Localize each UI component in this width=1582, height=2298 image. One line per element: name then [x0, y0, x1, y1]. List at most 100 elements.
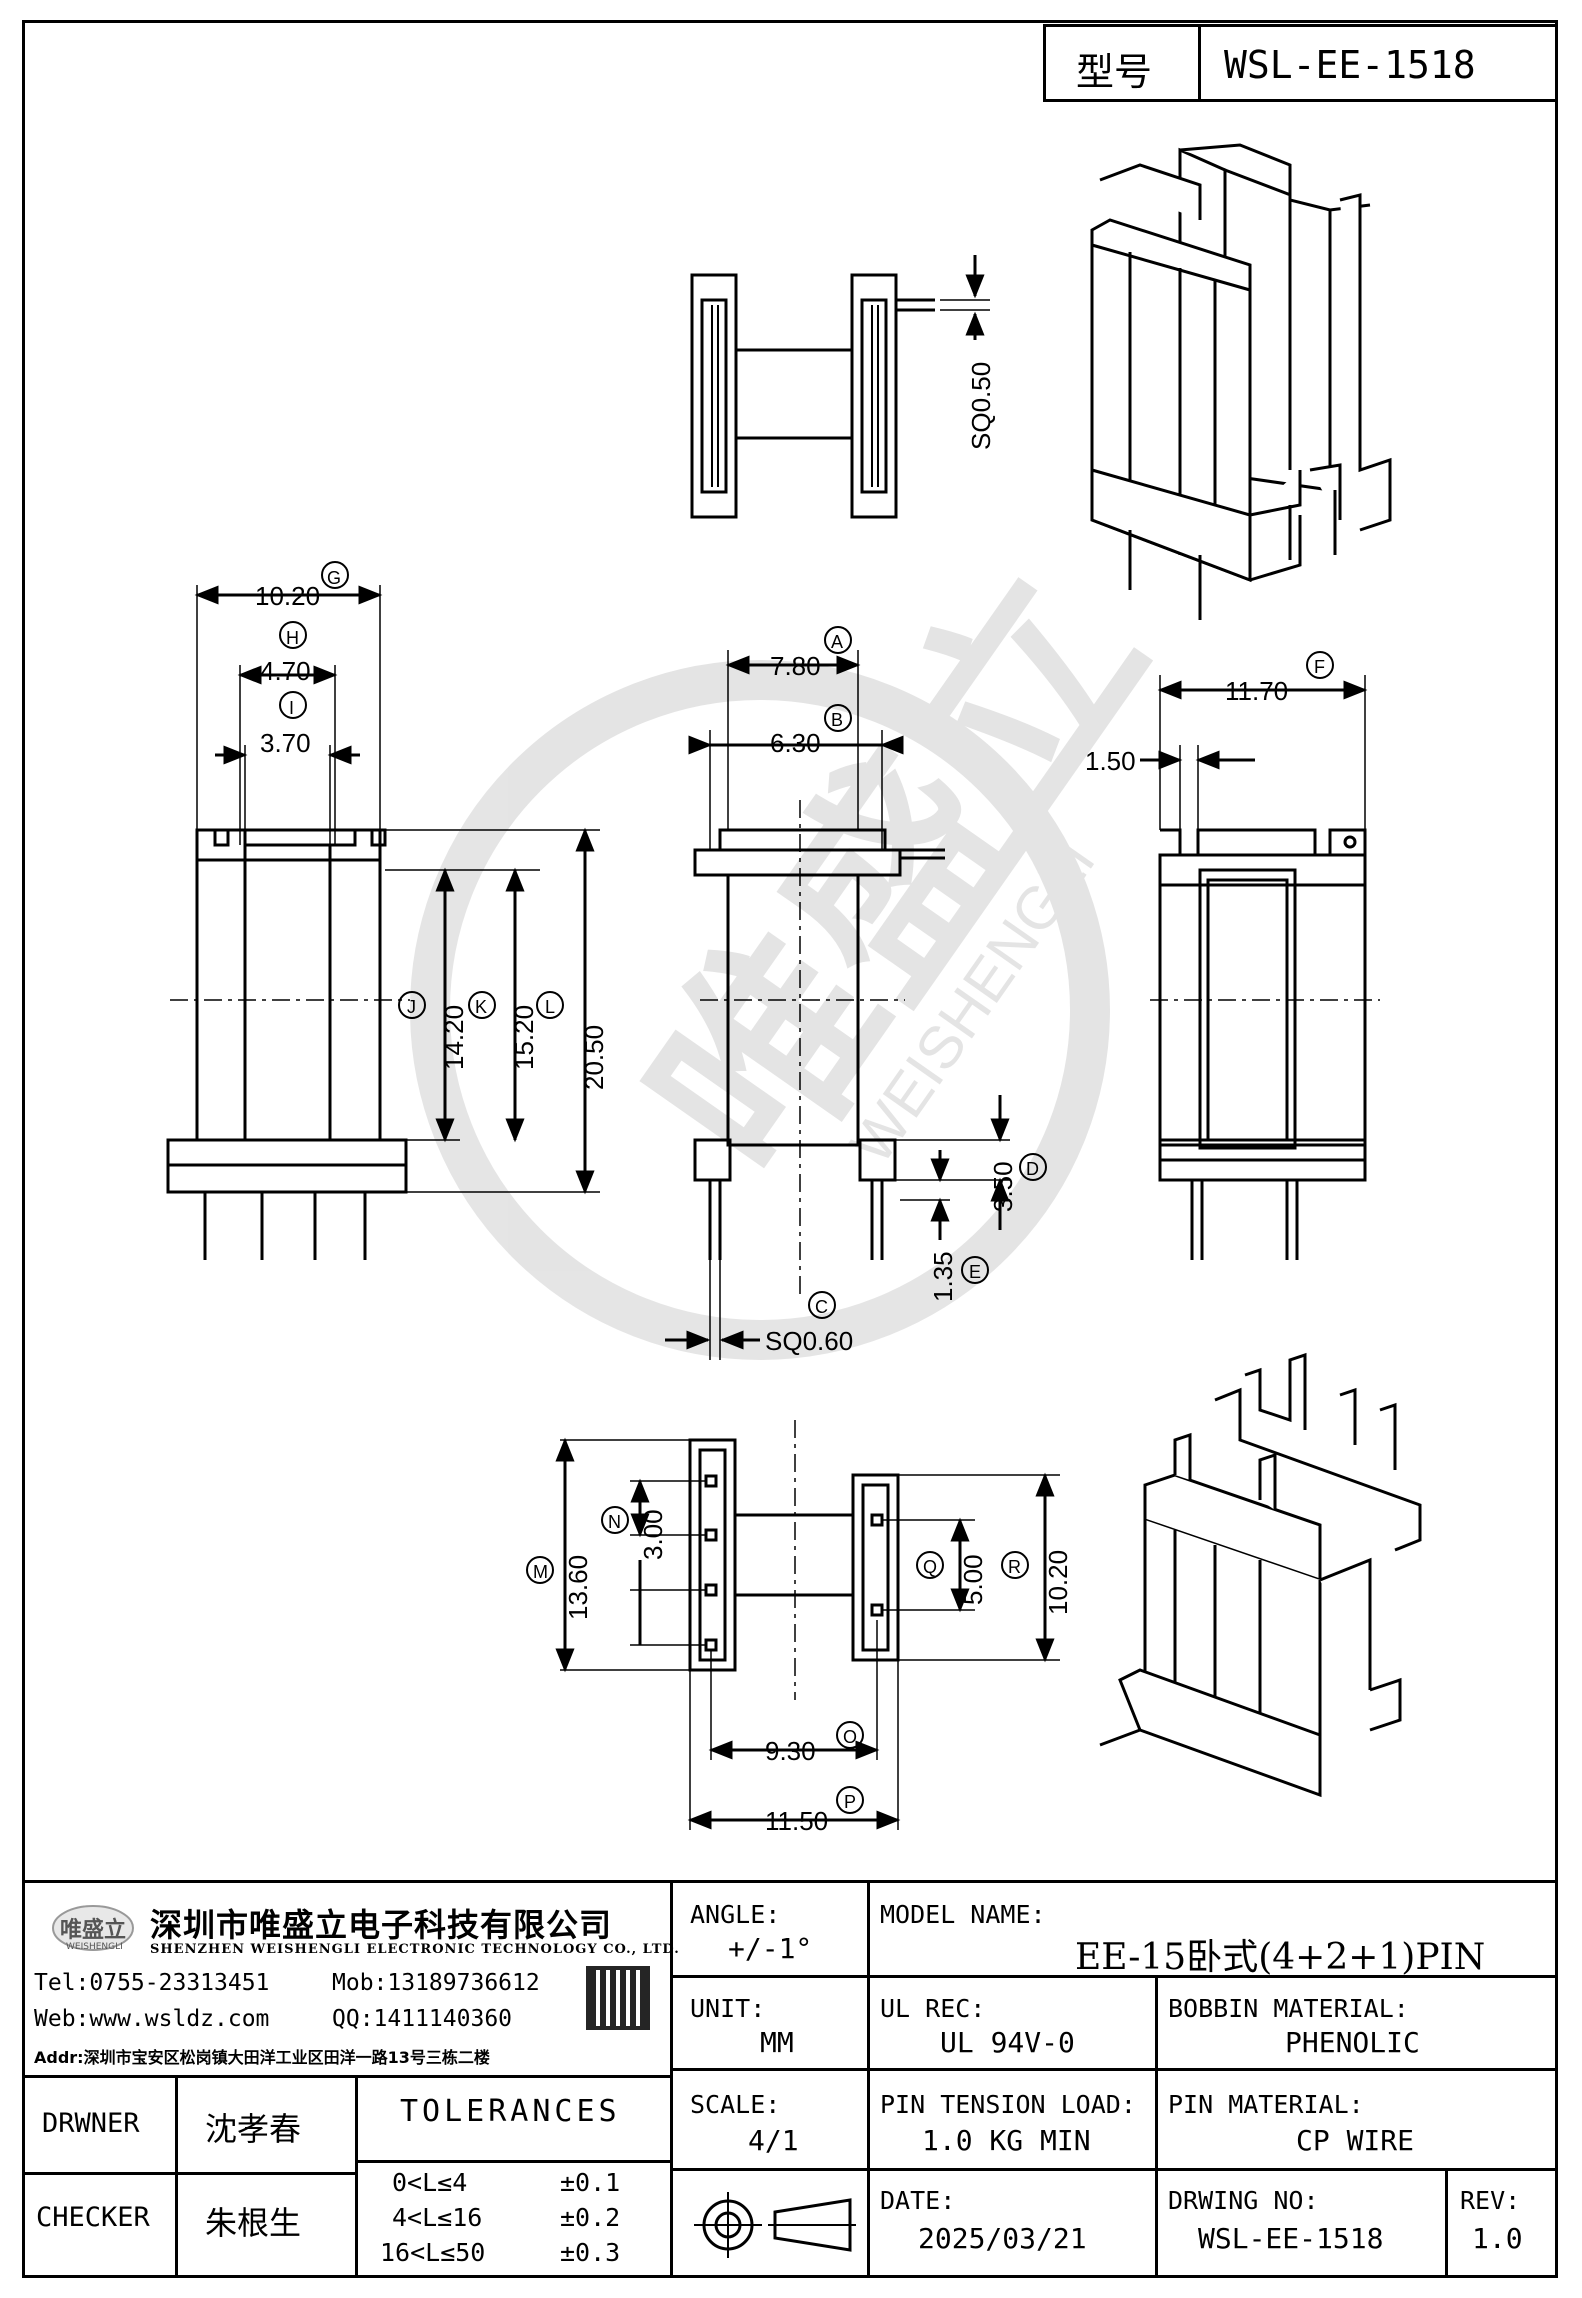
- mark-d: D: [1026, 1159, 1039, 1179]
- mark-circles-front: [279, 561, 564, 1019]
- mark-circles-bottom: [526, 1506, 1029, 1814]
- mark-q: Q: [923, 1557, 937, 1577]
- company-qq: QQ:1411140360: [332, 2006, 513, 2032]
- rev-value: 1.0: [1472, 2222, 1523, 2255]
- mark-b: B: [831, 710, 843, 730]
- dim-g-value: 10.20: [255, 581, 320, 611]
- mark-m: M: [533, 1562, 548, 1582]
- dim-b-value: 6.30: [770, 728, 821, 758]
- drawner-label: DRWNER: [42, 2108, 140, 2139]
- model-name-value: EE-15卧式(4+2+1)PIN: [1075, 1937, 1486, 1978]
- date-label: DATE:: [880, 2186, 956, 2215]
- company-name-en: SHENZHEN WEISHENGLI ELECTRONIC TECHNOLOG…: [150, 1942, 680, 1957]
- scale-label: SCALE:: [690, 2090, 781, 2119]
- ul-label: UL REC:: [880, 1994, 986, 2023]
- dim-h-value: 4.70: [260, 656, 311, 686]
- date-value: 2025/03/21: [918, 2222, 1087, 2255]
- tension-value: 1.0 KG MIN: [922, 2124, 1091, 2157]
- tolerances-title: TOLERANCES: [400, 2094, 621, 2129]
- qr-code: [586, 1966, 650, 2030]
- drawner-value: 沈孝春: [205, 2110, 302, 2148]
- model-box-divider: [1198, 27, 1201, 99]
- dim-p-value: 11.50: [765, 1806, 828, 1836]
- projection-symbol-icon: [694, 2192, 856, 2258]
- company-web: Web:www.wsldz.com: [34, 2006, 270, 2032]
- tol-value-2: ±0.2: [560, 2203, 621, 2232]
- drawing-no-value: WSL-EE-1518: [1198, 2222, 1384, 2255]
- checker-value: 朱根生: [205, 2204, 302, 2242]
- mark-r: R: [1008, 1557, 1021, 1577]
- pin-material-label: PIN MATERIAL:: [1168, 2090, 1364, 2119]
- company-tel: Tel:0755-23313451: [34, 1970, 270, 1996]
- drawing-frame: [22, 20, 1558, 2278]
- bobbin-label: BOBBIN MATERIAL:: [1168, 1994, 1409, 2023]
- scale-value: 4/1: [748, 2124, 799, 2157]
- mark-j: J: [407, 997, 416, 1017]
- dim-j-value: 14.20: [439, 1005, 469, 1070]
- checker-label: CHECKER: [36, 2202, 150, 2233]
- side-view: [665, 650, 1010, 1360]
- mark-f: F: [1314, 657, 1325, 677]
- dim-i-value: 3.70: [260, 728, 311, 758]
- tol-value-3: ±0.3: [560, 2238, 621, 2267]
- pin-material-value: CP WIRE: [1296, 2124, 1415, 2157]
- company-logo: 唯盛立 WEISHENGLI: [38, 1898, 138, 1958]
- model-box-value: WSL-EE-1518: [1224, 43, 1476, 87]
- mark-p: P: [844, 1792, 856, 1812]
- ul-value: UL 94V-0: [940, 2026, 1075, 2059]
- mark-circle-f: [1306, 651, 1334, 679]
- mark-o: O: [843, 1727, 857, 1747]
- angle-label: ANGLE:: [690, 1900, 781, 1929]
- dim-o-value: 9.30: [765, 1736, 816, 1766]
- tension-label: PIN TENSION LOAD:: [880, 2090, 1136, 2119]
- bobbin-value: PHENOLIC: [1285, 2026, 1420, 2059]
- tol-range-1: 0<L≤4: [392, 2168, 468, 2197]
- mark-h: H: [286, 628, 299, 648]
- mark-e: E: [969, 1262, 981, 1282]
- iso-view-top: [1090, 143, 1392, 620]
- unit-value: MM: [760, 2026, 794, 2059]
- company-mob: Mob:13189736612: [332, 1970, 540, 1996]
- mark-l: L: [545, 997, 555, 1017]
- dim-e-value: 1.35: [928, 1251, 958, 1302]
- unit-label: UNIT:: [690, 1994, 766, 2023]
- rev-label: REV:: [1460, 2186, 1521, 2215]
- technical-drawing: 唯盛立 WEISHENGLI SQ0.50: [166, 143, 1422, 1836]
- drawing-no-label: DRWING NO:: [1168, 2186, 1319, 2215]
- dim-n-value: 3.00: [638, 1509, 668, 1560]
- mark-c: C: [815, 1297, 828, 1317]
- dim-f-value: 11.70: [1225, 676, 1288, 706]
- mark-a: A: [831, 632, 843, 652]
- logo-text: 唯盛立: [60, 1918, 127, 1943]
- dim-d-value: 3.50: [988, 1161, 1018, 1212]
- bottom-view: [555, 1420, 1060, 1830]
- mark-n: N: [608, 1512, 621, 1532]
- dim-m-value: 13.60: [563, 1555, 593, 1620]
- model-box: 型号 WSL-EE-1518: [1043, 24, 1558, 102]
- end-view: [1140, 675, 1380, 1260]
- dim-c-value: SQ0.60: [765, 1326, 853, 1356]
- model-box-label: 型号: [1076, 50, 1153, 94]
- top-view: [690, 255, 990, 519]
- company-name-cn: 深圳市唯盛立电子科技有限公司: [150, 1906, 613, 1944]
- dim-r-value: 10.20: [1043, 1550, 1073, 1615]
- company-addr: Addr:深圳市宝安区松岗镇大田洋工业区田洋一路13号三栋二楼: [34, 2048, 490, 2067]
- mark-circles-side: [808, 626, 1047, 1319]
- mark-k: K: [475, 997, 487, 1017]
- cloud-logo-icon: [52, 1905, 134, 1951]
- mark-i: I: [289, 698, 294, 718]
- dim-l-value: 20.50: [579, 1025, 609, 1090]
- logo-sub: WEISHENGLI: [66, 1942, 123, 1952]
- model-name-label: MODEL NAME:: [880, 1900, 1046, 1929]
- front-view: [166, 585, 600, 1260]
- tol-range-2: 4<L≤16: [392, 2203, 483, 2232]
- mark-g: G: [327, 568, 341, 588]
- dim-k-value: 15.20: [509, 1005, 539, 1070]
- dim-q-value: 5.00: [958, 1554, 988, 1605]
- dim-pinw-value: 1.50: [1085, 746, 1136, 776]
- iso-view-bottom: [1099, 1352, 1422, 1798]
- dim-a-value: 7.80: [770, 651, 821, 681]
- angle-value: +/-1°: [728, 1932, 813, 1965]
- tol-value-1: ±0.1: [560, 2168, 621, 2197]
- tol-range-3: 16<L≤50: [380, 2238, 486, 2267]
